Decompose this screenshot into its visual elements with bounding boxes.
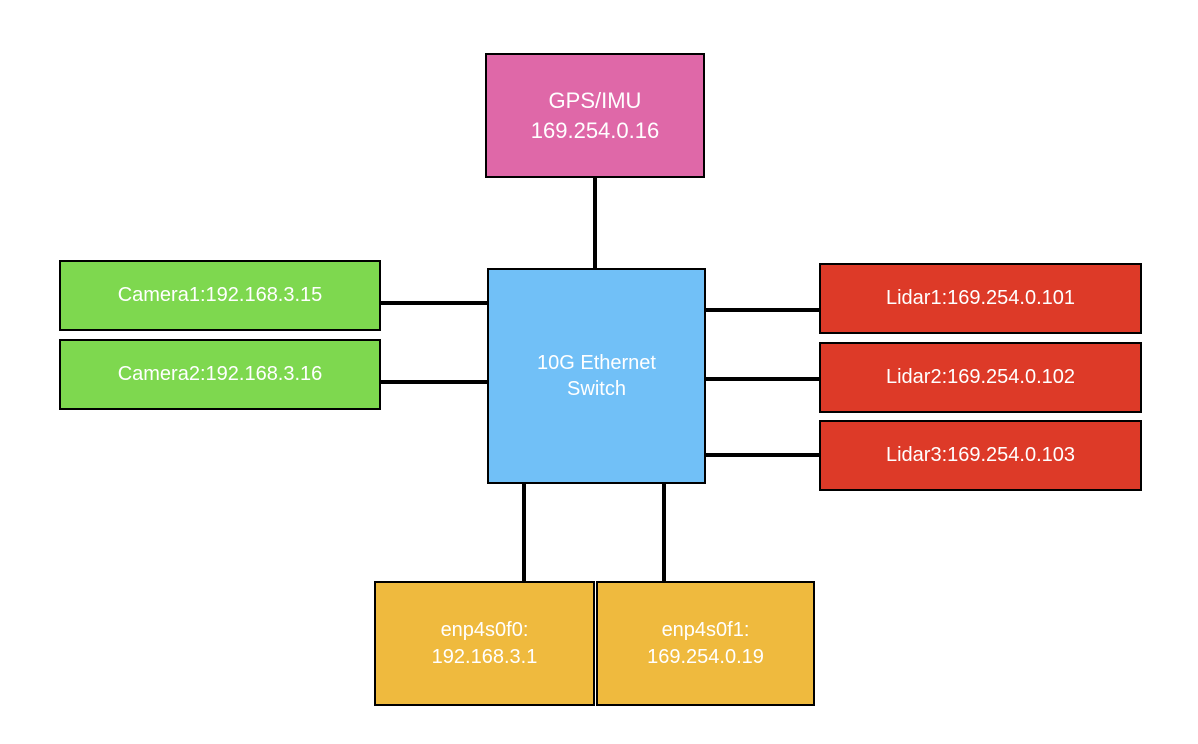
connector-camera1-switch — [381, 301, 487, 305]
gps-imu-ip: 169.254.0.16 — [530, 117, 660, 143]
camera1-label: Camera1:192.168.3.15 — [117, 284, 323, 307]
switch-label-line2: Switch — [567, 378, 626, 400]
connector-switch-enp4s0f1 — [662, 484, 666, 581]
enp4s0f0-ip: 192.168.3.1 — [431, 645, 538, 668]
node-enp4s0f0[interactable]: enp4s0f0: 192.168.3.1 — [374, 581, 595, 706]
node-enp4s0f1-text: enp4s0f1: 169.254.0.19 — [647, 617, 764, 670]
connector-switch-enp4s0f0 — [522, 484, 526, 581]
enp4s0f1-name: enp4s0f1: — [661, 619, 750, 642]
node-enp4s0f1[interactable]: enp4s0f1: 169.254.0.19 — [596, 581, 815, 706]
connector-switch-lidar3 — [706, 453, 819, 457]
node-lidar3[interactable]: Lidar3:169.254.0.103 — [819, 420, 1142, 491]
node-ethernet-switch-text: 10G Ethernet Switch — [537, 350, 656, 403]
node-camera1[interactable]: Camera1:192.168.3.15 — [59, 260, 381, 331]
connector-switch-lidar2 — [706, 377, 819, 381]
lidar2-label: Lidar2:169.254.0.102 — [885, 366, 1076, 389]
connector-gps-switch — [593, 178, 597, 268]
node-camera2[interactable]: Camera2:192.168.3.16 — [59, 339, 381, 410]
connector-camera2-switch — [381, 380, 487, 384]
lidar3-label: Lidar3:169.254.0.103 — [885, 444, 1076, 467]
enp4s0f1-ip: 169.254.0.19 — [647, 645, 764, 668]
camera2-label: Camera2:192.168.3.16 — [117, 363, 323, 386]
lidar1-label: Lidar1:169.254.0.101 — [885, 287, 1076, 310]
node-enp4s0f0-text: enp4s0f0: 192.168.3.1 — [432, 617, 538, 670]
gps-imu-name: GPS/IMU — [548, 88, 642, 114]
node-lidar2[interactable]: Lidar2:169.254.0.102 — [819, 342, 1142, 413]
connector-switch-lidar1 — [706, 308, 819, 312]
switch-label-line1: 10G Ethernet — [537, 351, 656, 374]
node-gps-imu-text: GPS/IMU 169.254.0.16 — [531, 86, 659, 144]
node-ethernet-switch[interactable]: 10G Ethernet Switch — [487, 268, 706, 484]
node-gps-imu[interactable]: GPS/IMU 169.254.0.16 — [485, 53, 705, 178]
node-lidar1[interactable]: Lidar1:169.254.0.101 — [819, 263, 1142, 334]
enp4s0f0-name: enp4s0f0: — [440, 619, 529, 642]
